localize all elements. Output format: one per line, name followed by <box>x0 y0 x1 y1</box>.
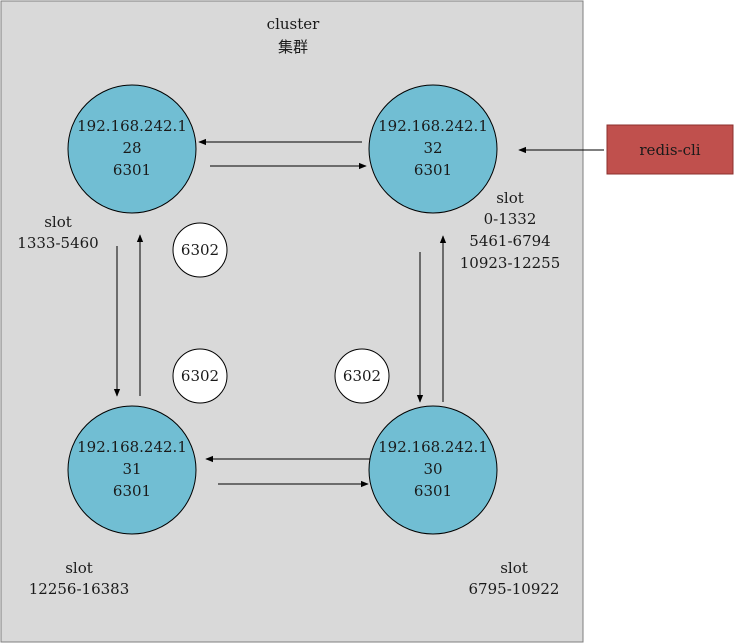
replica-port: 6302 <box>343 367 381 385</box>
node-bottom-right: 192.168.242.1 30 6301 <box>368 405 498 535</box>
replica-circle <box>172 222 228 278</box>
replica-mid-left: 6302 <box>172 348 228 404</box>
node-port: 6301 <box>113 482 151 500</box>
node-ip-line2: 28 <box>122 139 141 157</box>
replica-port: 6302 <box>181 241 219 259</box>
replica-circle <box>172 348 228 404</box>
replica-circle <box>334 348 390 404</box>
node-circle <box>368 84 498 214</box>
node-ip-line1: 192.168.242.1 <box>77 438 187 456</box>
slot-label-top-left: slot 1333-5460 <box>17 213 98 252</box>
slot-range: 6795-10922 <box>469 580 560 598</box>
slot-label-bottom-left: slot 12256-16383 <box>29 559 130 598</box>
client-label: redis-cli <box>639 141 700 159</box>
slot-title: slot <box>65 559 93 577</box>
slot-label-bottom-right: slot 6795-10922 <box>469 559 560 598</box>
node-circle <box>67 84 197 214</box>
node-circle <box>67 405 197 535</box>
node-bottom-left: 192.168.242.1 31 6301 <box>67 405 197 535</box>
node-ip-line2: 30 <box>423 460 442 478</box>
slot-range: 12256-16383 <box>29 580 130 598</box>
slot-range: 0-1332 <box>484 210 537 228</box>
replica-port: 6302 <box>181 367 219 385</box>
node-port: 6301 <box>414 161 452 179</box>
slot-range: 5461-6794 <box>469 232 550 250</box>
node-port: 6301 <box>113 161 151 179</box>
slot-label-top-right: slot 0-1332 5461-6794 10923-12255 <box>460 189 561 272</box>
node-ip-line2: 32 <box>423 139 442 157</box>
client-rect <box>606 124 734 175</box>
redis-cli-box: redis-cli <box>606 124 734 175</box>
slot-range: 10923-12255 <box>460 254 561 272</box>
node-top-left: 192.168.242.1 28 6301 <box>67 84 197 214</box>
node-ip-line1: 192.168.242.1 <box>378 117 488 135</box>
replica-top: 6302 <box>172 222 228 278</box>
cluster-box <box>0 0 584 643</box>
node-circle <box>368 405 498 535</box>
node-ip-line2: 31 <box>122 460 141 478</box>
replication-arrows <box>113 138 604 488</box>
cluster-title-en: cluster <box>267 15 320 33</box>
node-port: 6301 <box>414 482 452 500</box>
slot-range: 1333-5460 <box>17 234 98 252</box>
node-top-right: 192.168.242.1 32 6301 <box>368 84 498 214</box>
cluster-title-zh: 集群 <box>278 38 308 56</box>
node-ip-line1: 192.168.242.1 <box>378 438 488 456</box>
slot-title: slot <box>44 213 72 231</box>
replica-mid-right: 6302 <box>334 348 390 404</box>
slot-title: slot <box>500 559 528 577</box>
node-ip-line1: 192.168.242.1 <box>77 117 187 135</box>
slot-title: slot <box>496 189 524 207</box>
